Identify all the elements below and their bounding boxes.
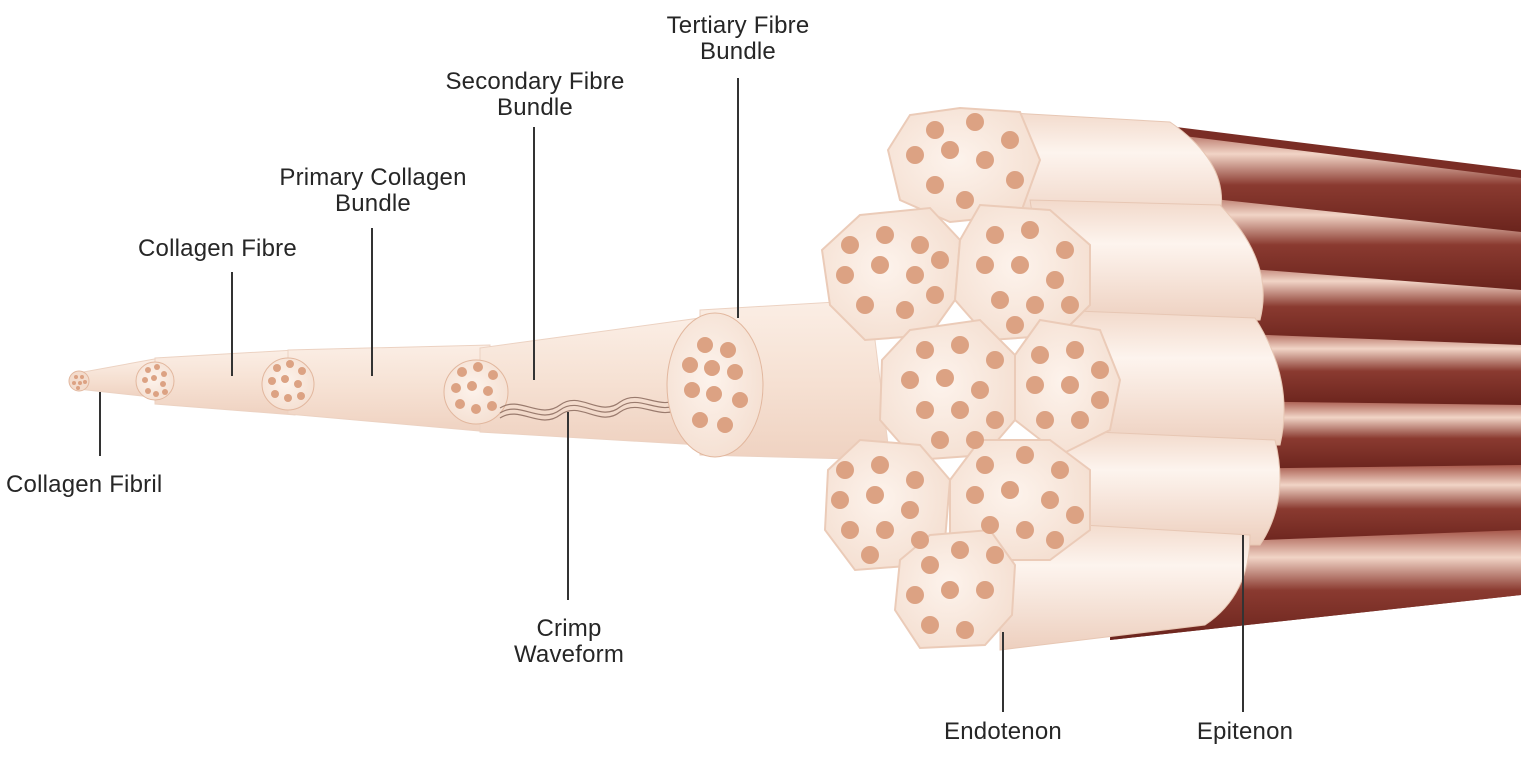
label-collagen-fibre: Collagen Fibre	[138, 236, 297, 262]
label-epitenon: Epitenon	[1180, 719, 1310, 745]
label-tertiary-bundle-line1: Tertiary Fibre	[640, 13, 836, 39]
label-crimp-waveform: Crimp Waveform	[494, 616, 644, 668]
label-crimp-waveform-line1: Crimp	[494, 616, 644, 642]
label-primary-bundle: Primary Collagen Bundle	[262, 165, 484, 217]
label-primary-bundle-line2: Bundle	[262, 191, 484, 217]
label-secondary-bundle-line1: Secondary Fibre	[424, 69, 646, 95]
label-crimp-waveform-line2: Waveform	[494, 642, 644, 668]
label-secondary-bundle: Secondary Fibre Bundle	[424, 69, 646, 121]
label-tertiary-bundle-line2: Bundle	[640, 39, 836, 65]
label-endotenon: Endotenon	[926, 719, 1080, 745]
label-collagen-fibril: Collagen Fibril	[6, 472, 162, 498]
label-secondary-bundle-line2: Bundle	[424, 95, 646, 121]
tertiary-bundle-face	[667, 313, 763, 457]
label-primary-bundle-line1: Primary Collagen	[262, 165, 484, 191]
label-tertiary-bundle: Tertiary Fibre Bundle	[640, 13, 836, 65]
secondary-bundle-face	[444, 360, 508, 424]
primary-bundle-face	[262, 358, 314, 410]
collagen-fibril-face	[69, 371, 89, 391]
collagen-fibre-face	[136, 362, 174, 400]
